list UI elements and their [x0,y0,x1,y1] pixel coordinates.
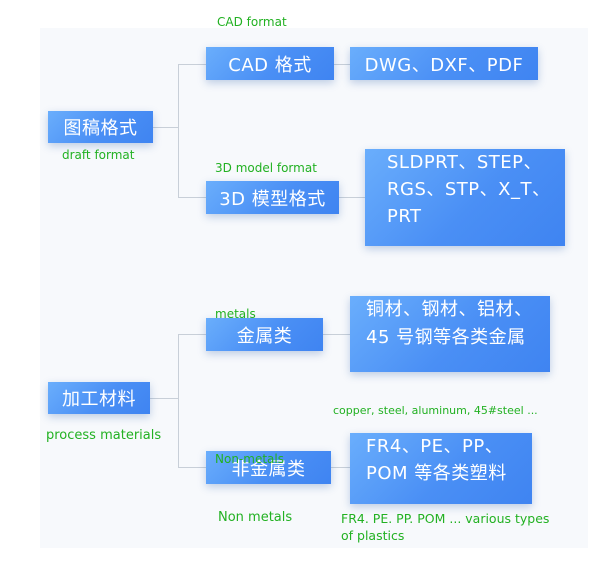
detail-line: 铜材、钢材、铝材、 [366,299,533,320]
node-cad-detail: DWG、DXF、PDF [350,47,538,80]
node-cad-format: CAD 格式 [206,47,334,80]
detail-line: RGS、STP、X_T、 [387,179,551,200]
detail-line: 45 号钢等各类金属 [366,327,526,348]
annotation-line: of plastics [341,528,405,543]
node-metals: 金属类 [206,318,323,351]
detail-line: PRT [387,206,422,227]
connector-line [178,467,206,468]
annotation-cad-format: CAD format [217,15,287,29]
annotation-line: FR4. PE. PP. POM ... various types [341,511,550,526]
connector-line [331,467,350,468]
annotation-3d-model-format: 3D model format [215,161,317,175]
connector-line [153,127,178,128]
connector-line [178,334,179,468]
connector-line [323,334,350,335]
annotation-process-materials: process materials [46,428,162,443]
node-non-metals: 非金属类 [206,451,331,484]
detail-line: FR4、PE、PP、 [366,436,504,457]
node-cad-detail-label: DWG、DXF、PDF [364,54,524,76]
node-non-metals-detail: FR4、PE、PP、 POM 等各类塑料 [350,433,532,504]
node-cad-format-label: CAD 格式 [228,54,312,76]
node-non-metals-label: 非金属类 [231,458,306,480]
node-draft-format: 图稿格式 [48,111,153,143]
node-3d-model-format: 3D 模型格式 [206,181,339,214]
annotation-metals-detail: copper, steel, aluminum, 45#steel ... [333,404,538,417]
annotation-draft-format: draft format [62,148,135,162]
annotation-metals: metals [215,307,256,321]
node-process-materials: 加工材料 [48,382,150,414]
node-draft-format-label: 图稿格式 [63,118,138,139]
connector-line [178,197,206,198]
annotation-non-metals-below: Non metals [218,510,293,525]
node-3d-model-detail: SLDPRT、STEP、 RGS、STP、X_T、 PRT [365,149,565,246]
annotation-non-metals: Non-metals [215,452,284,466]
annotation-non-metals-detail: FR4. PE. PP. POM ... various types of pl… [341,510,549,544]
connector-line [339,197,365,198]
node-metals-detail: 铜材、钢材、铝材、 45 号钢等各类金属 [350,296,550,372]
detail-line: POM 等各类塑料 [366,463,507,484]
node-metals-label: 金属类 [236,325,293,347]
connector-line [178,64,179,198]
connector-line [178,334,206,335]
node-3d-model-format-label: 3D 模型格式 [219,188,326,210]
connector-line [334,64,350,65]
detail-line: SLDPRT、STEP、 [387,152,543,173]
connector-line [150,398,178,399]
node-process-materials-label: 加工材料 [62,389,136,410]
connector-line [178,64,206,65]
